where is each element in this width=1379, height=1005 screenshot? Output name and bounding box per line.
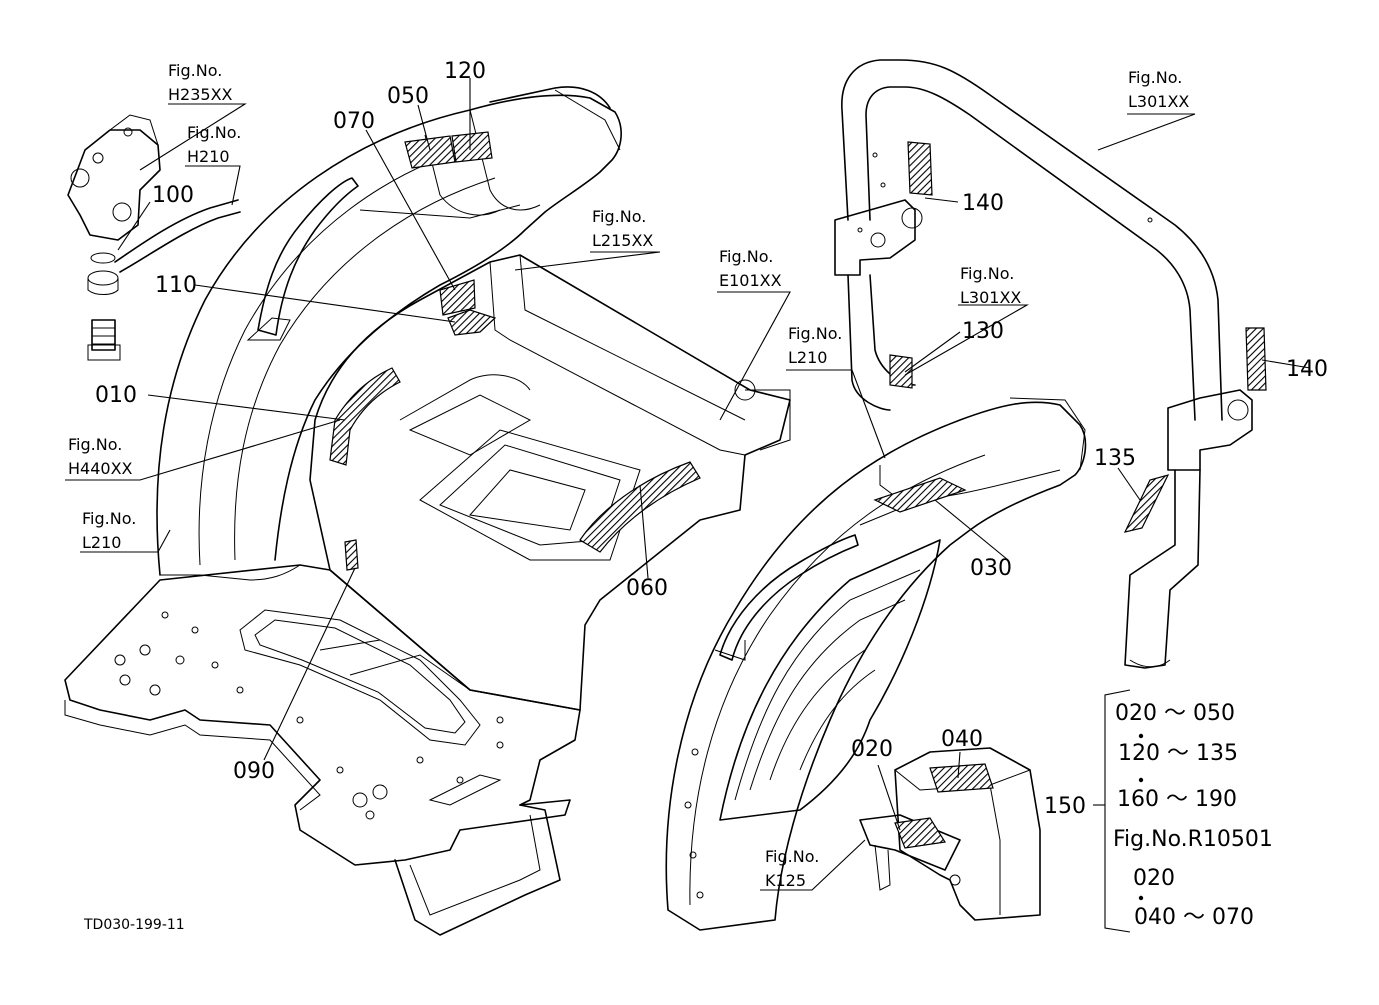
part-050: 050	[387, 84, 429, 109]
part-020: 020	[851, 737, 893, 762]
set-list-line-3: 160 ～ 190	[1117, 787, 1237, 812]
part-120: 120	[444, 59, 486, 84]
part-130: 130	[962, 319, 1004, 344]
part-040: 040	[941, 727, 983, 752]
part-060: 060	[626, 576, 668, 601]
part-numbers: 010 020 030 040 050 060 070 090 100 110 …	[95, 59, 1328, 819]
set-list-line-4: Fig.No.R10501	[1113, 827, 1273, 852]
set-list: 020 ～ 050 120 ～ 135 160 ～ 190 Fig.No.R10…	[1113, 701, 1273, 930]
leader-lines	[65, 78, 1311, 891]
part-030: 030	[970, 556, 1012, 581]
part-110: 110	[155, 273, 197, 298]
part-135: 135	[1094, 446, 1136, 471]
part-100: 100	[152, 183, 194, 208]
fig-ref-l210-left: Fig.No.L210	[82, 509, 136, 552]
part-090: 090	[233, 759, 275, 784]
part-070: 070	[333, 109, 375, 134]
fig-ref-l301-mid: Fig.No.L301XX	[960, 264, 1021, 307]
left-fender-assembly	[64, 86, 791, 936]
drawing-code: TD030-199-11	[83, 917, 185, 933]
part-150: 150	[1044, 794, 1086, 819]
fig-ref-h235: Fig.No.H235XX	[168, 61, 233, 104]
seat-cover-k125	[859, 747, 1041, 921]
right-fender-assembly	[665, 397, 1087, 931]
figure-references: Fig.No.H235XX Fig.No.H210 Fig.No.L215XX …	[68, 61, 1189, 890]
fig-ref-l215: Fig.No.L215XX	[592, 207, 653, 250]
fig-ref-h440: Fig.No.H440XX	[68, 435, 133, 478]
fig-ref-l301-top: Fig.No.L301XX	[1128, 68, 1189, 111]
set-list-line-1: 020 ～ 050	[1115, 701, 1235, 726]
part-010: 010	[95, 383, 137, 408]
fig-ref-l210-right: Fig.No.L210	[788, 324, 842, 367]
part-140-top: 140	[962, 191, 1004, 216]
set-bracket	[1093, 689, 1144, 933]
fig-ref-k125: Fig.No.K125	[765, 847, 819, 890]
fig-ref-h210: Fig.No.H210	[187, 123, 241, 166]
set-list-line-5: 020	[1133, 866, 1175, 891]
fig-ref-e101: Fig.No.E101XX	[719, 247, 782, 290]
set-list-line-6: 040 ～ 070	[1134, 905, 1254, 930]
rops-frame	[834, 59, 1267, 669]
part-140-right: 140	[1286, 357, 1328, 382]
set-list-line-2: 120 ～ 135	[1118, 741, 1238, 766]
